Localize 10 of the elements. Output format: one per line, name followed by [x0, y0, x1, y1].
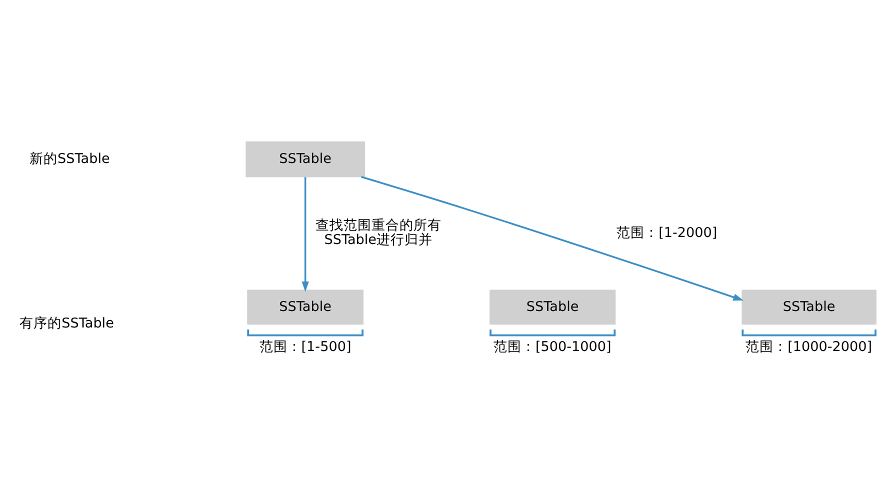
edge-label: 范围：[1-2000]: [616, 225, 718, 242]
arrow: [361, 176, 744, 301]
label: 有序的SSTable: [20, 315, 114, 332]
node-label: 范围：[500-1000]: [493, 339, 612, 356]
node-box: SSTable: [246, 141, 365, 178]
label: 新的SSTable: [30, 150, 110, 167]
node-label: 范围：[1000-2000]: [746, 339, 872, 356]
arrow: [302, 177, 309, 292]
edge-label: 查找范围重合的所有SSTable进行归并: [316, 217, 442, 248]
node-label: 范围：[1-500]: [259, 339, 352, 356]
